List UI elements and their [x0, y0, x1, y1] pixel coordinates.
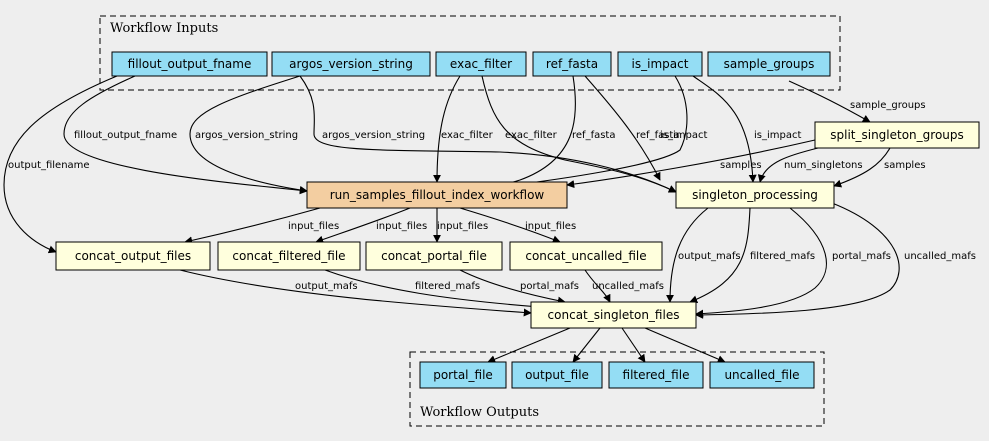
input-node-ref-fasta[interactable]: ref_fasta: [532, 51, 612, 77]
edge-is-impact-to-run-samples: [479, 75, 688, 193]
edge-label-output-mafs-2: output_mafs: [295, 281, 358, 292]
edge-exac-filter-to-singleton-processing: [481, 75, 677, 193]
input-node-exac-filter[interactable]: exac_filter: [435, 51, 527, 77]
output-node-label: output_file: [525, 368, 589, 382]
workflow-outputs-title: Workflow Outputs: [420, 405, 539, 420]
edge-concat-output-files-to-concat-singleton: [179, 269, 532, 317]
step-node-concat-filtered-file[interactable]: concat_filtered_file: [217, 241, 361, 271]
step-node-label: split_singleton_groups: [830, 128, 964, 142]
edge-label-input-files-4: input_files: [525, 221, 576, 232]
edge-concat-singleton-to-uncalled-file: [644, 327, 726, 363]
edge-is-impact-to-singleton-processing: [692, 75, 757, 183]
output-node-label: uncalled_file: [724, 368, 799, 382]
step-node-label: singleton_processing: [692, 188, 818, 202]
input-node-sample-groups[interactable]: sample_groups: [707, 51, 831, 77]
workflow-outputs-cluster: Workflow Outputs: [409, 351, 825, 427]
step-node-label: concat_filtered_file: [232, 249, 345, 263]
edge-label-ref-fasta-2: ref_fasta: [636, 130, 679, 141]
subworkflow-node-label: run_samples_fillout_index_workflow: [330, 188, 545, 202]
output-node-portal-file[interactable]: portal_file: [419, 361, 507, 389]
edge-label-samples-2: samples: [884, 160, 926, 171]
output-node-label: portal_file: [433, 368, 493, 382]
input-node-label: argos_version_string: [289, 57, 413, 71]
nodes-layer: fillout_output_fname argos_version_strin…: [55, 51, 980, 389]
edge-labels-layer: output_filename fillout_output_fname arg…: [8, 100, 976, 292]
step-node-label: concat_output_files: [75, 249, 191, 263]
edge-concat-filtered-file-to-concat-singleton: [324, 269, 541, 311]
step-node-concat-singleton-files[interactable]: concat_singleton_files: [530, 301, 697, 329]
input-node-is-impact[interactable]: is_impact: [617, 51, 703, 77]
workflow-inputs-title: Workflow Inputs: [110, 21, 218, 36]
edge-label-argos-version-string-2: argos_version_string: [322, 130, 425, 141]
edge-label-uncalled-mafs-1: uncalled_mafs: [904, 251, 976, 262]
input-node-label: ref_fasta: [546, 57, 598, 71]
edge-run-samples-to-concat-output-files: [184, 207, 321, 245]
edge-concat-portal-file-to-concat-singleton: [459, 269, 566, 305]
edge-label-samples-1: samples: [720, 160, 762, 171]
input-node-label: exac_filter: [450, 57, 512, 71]
step-node-concat-portal-file[interactable]: concat_portal_file: [365, 241, 503, 271]
edge-split-singleton-samples-to-singleton-processing: [833, 147, 891, 188]
edge-label-input-files-1: input_files: [288, 221, 339, 232]
edges-layer: [3, 75, 900, 363]
step-node-concat-output-files[interactable]: concat_output_files: [55, 241, 211, 271]
edge-label-is-impact-1: is_impact: [660, 130, 707, 141]
output-node-output-file[interactable]: output_file: [511, 361, 603, 389]
edge-ref-fasta-to-singleton-processing: [584, 75, 661, 181]
output-node-label: filtered_file: [623, 368, 690, 382]
output-node-filtered-file[interactable]: filtered_file: [608, 361, 704, 389]
input-node-label: fillout_output_fname: [128, 57, 252, 71]
step-node-singleton-processing[interactable]: singleton_processing: [675, 181, 835, 209]
edge-label-ref-fasta-1: ref_fasta: [572, 130, 615, 141]
edge-concat-uncalled-file-to-concat-singleton: [584, 269, 611, 303]
subworkflow-node-run-samples-fillout-index-workflow[interactable]: run_samples_fillout_index_workflow: [306, 181, 568, 209]
step-node-label: concat_uncalled_file: [525, 249, 646, 263]
edge-concat-singleton-to-output-file: [572, 327, 601, 363]
edge-label-argos-version-string-1: argos_version_string: [195, 130, 298, 141]
edge-split-singleton-num-to-singleton-processing: [757, 147, 819, 183]
edge-concat-singleton-to-filtered-file: [621, 327, 646, 363]
edge-singleton-uncalled-mafs-to-concat-singleton: [695, 202, 900, 319]
edge-label-is-impact-2: is_impact: [754, 130, 801, 141]
edge-label-portal-mafs-2: portal_mafs: [520, 281, 579, 292]
edge-concat-singleton-to-portal-file: [487, 327, 571, 363]
edge-singleton-output-mafs-to-concat-singleton: [666, 207, 709, 303]
edge-label-sample-groups: sample_groups: [850, 100, 926, 111]
edge-label-input-files-2: input_files: [376, 221, 427, 232]
edge-label-output-filename: output_filename: [8, 160, 90, 171]
edge-run-samples-to-concat-filtered-file: [315, 207, 411, 244]
input-node-label: sample_groups: [724, 57, 815, 71]
edge-label-num-singletons: num_singletons: [784, 160, 863, 171]
step-node-concat-uncalled-file[interactable]: concat_uncalled_file: [509, 241, 663, 271]
edge-label-portal-mafs-1: portal_mafs: [832, 251, 891, 262]
edge-fillout-output-fname-to-concat-output-files: [3, 75, 118, 254]
edge-label-filtered-mafs-2: filtered_mafs: [415, 281, 480, 292]
edge-argos-version-to-singleton-processing: [299, 75, 677, 193]
edge-label-exac-filter-2: exac_filter: [505, 130, 558, 141]
edge-label-fillout-output-fname: fillout_output_fname: [74, 130, 177, 141]
edge-fillout-output-fname-to-run-samples: [63, 75, 308, 195]
edge-label-output-mafs-1: output_mafs: [678, 251, 741, 262]
output-node-uncalled-file[interactable]: uncalled_file: [709, 361, 815, 389]
edge-label-exac-filter-1: exac_filter: [441, 130, 494, 141]
edge-split-singleton-samples-to-run-samples: [566, 139, 816, 189]
edge-singleton-portal-mafs-to-concat-singleton: [695, 207, 827, 318]
step-node-label: concat_singleton_files: [548, 308, 680, 322]
step-node-label: concat_portal_file: [381, 249, 487, 263]
edge-label-uncalled-mafs-2: uncalled_mafs: [592, 281, 664, 292]
edge-singleton-filtered-mafs-to-concat-singleton: [689, 207, 751, 304]
input-node-label: is_impact: [632, 57, 689, 71]
edge-label-filtered-mafs-1: filtered_mafs: [750, 251, 815, 262]
workflow-inputs-cluster: Workflow Inputs: [99, 15, 841, 91]
step-node-split-singleton-groups[interactable]: split_singleton_groups: [814, 121, 980, 149]
input-node-fillout-output-fname[interactable]: fillout_output_fname: [111, 51, 268, 77]
edge-run-samples-to-concat-uncalled-file: [459, 207, 561, 244]
edge-argos-version-to-run-samples: [189, 75, 308, 194]
edge-label-input-files-3: input_files: [437, 221, 488, 232]
input-node-argos-version-string[interactable]: argos_version_string: [271, 51, 431, 77]
edge-exac-filter-to-run-samples: [433, 75, 461, 183]
edge-sample-groups-to-split-singleton-groups: [788, 80, 871, 123]
